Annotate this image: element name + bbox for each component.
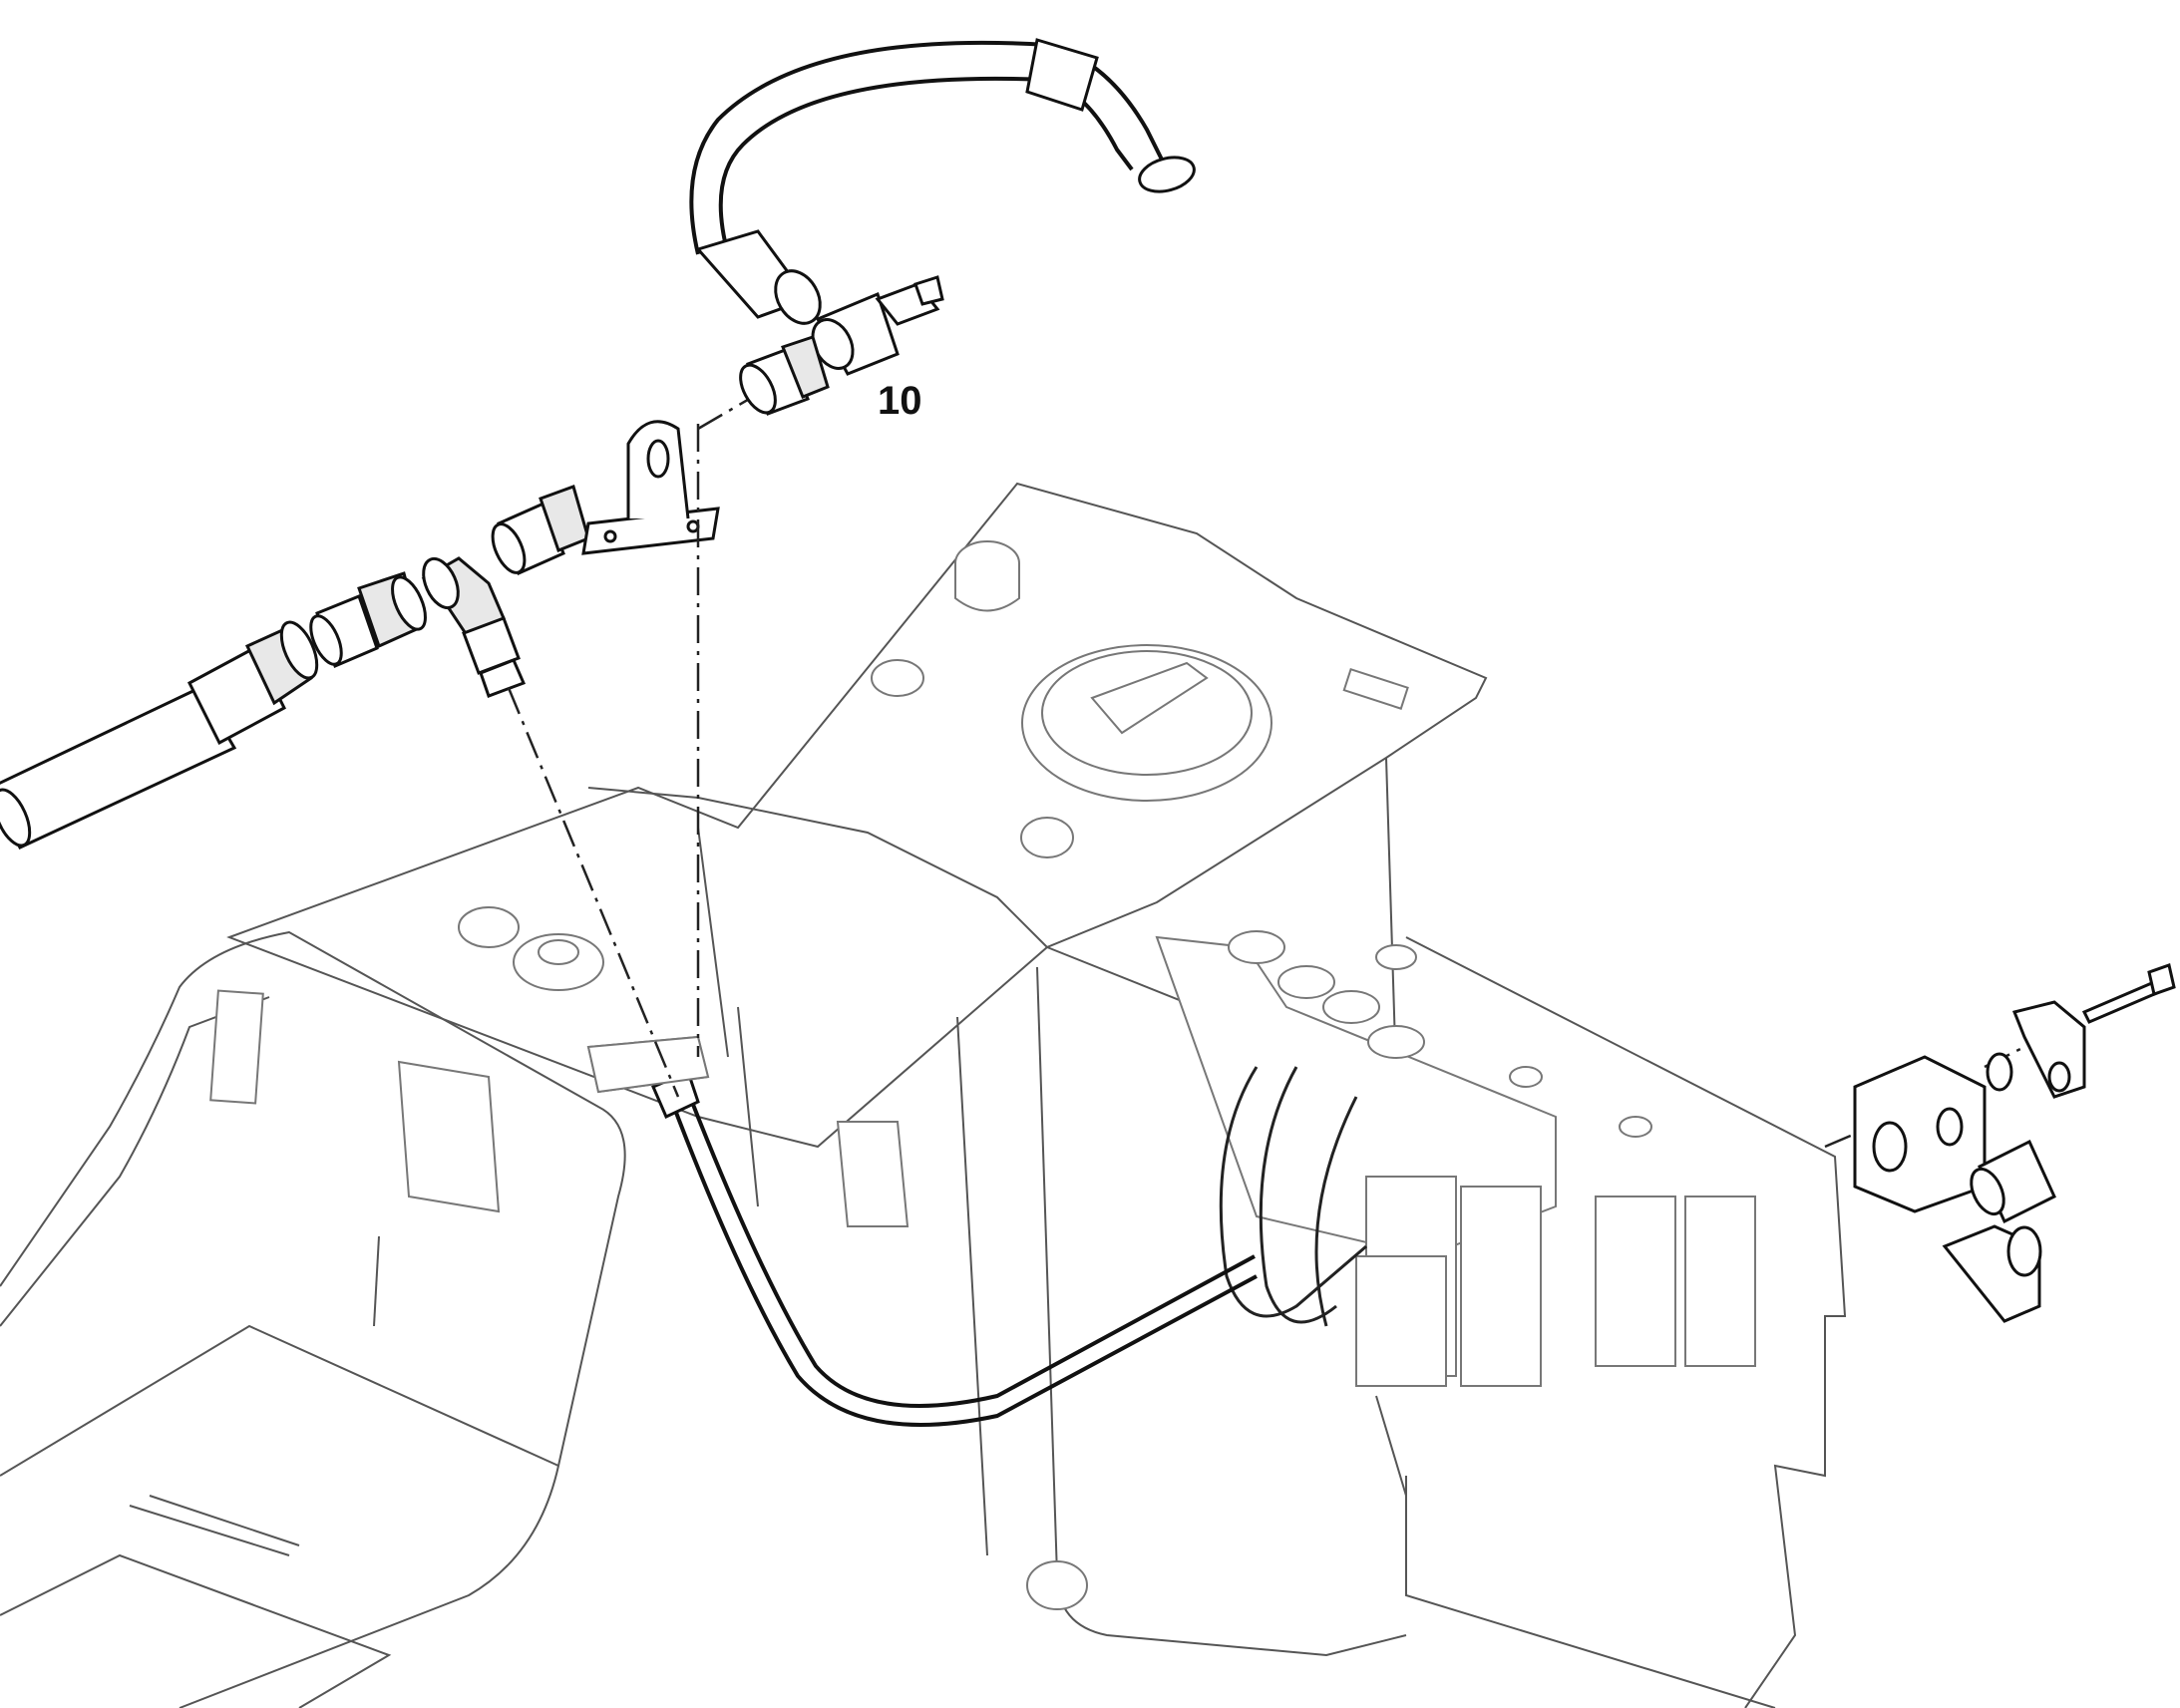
straight-connector <box>309 571 427 669</box>
split-flange-clamp <box>2011 1000 2086 1099</box>
o-ring <box>1986 1052 2013 1092</box>
elbow-union <box>1942 1224 2042 1323</box>
bolt <box>2081 963 2176 1024</box>
flange-block <box>1853 1055 1987 1213</box>
filler-cap <box>954 540 1020 612</box>
valve-ports <box>1228 930 1652 1138</box>
top-hatch <box>1021 644 1272 802</box>
bracket-base-plate <box>586 1035 710 1094</box>
callout-label: 10 <box>878 379 922 423</box>
nipple-fitting <box>739 335 830 416</box>
straight-union <box>1970 1139 2056 1224</box>
machine-frame <box>0 482 1847 1708</box>
elbow-fitting <box>421 556 527 698</box>
breather-cap <box>513 933 604 991</box>
mounting-bracket <box>581 420 720 555</box>
control-valve-block <box>1155 930 1756 1387</box>
adapter-fitting <box>491 485 590 576</box>
tee-fitting <box>811 275 944 376</box>
rigid-pipe <box>0 620 319 850</box>
supply-hose <box>651 1069 1258 1427</box>
upper-hose <box>689 38 1196 325</box>
